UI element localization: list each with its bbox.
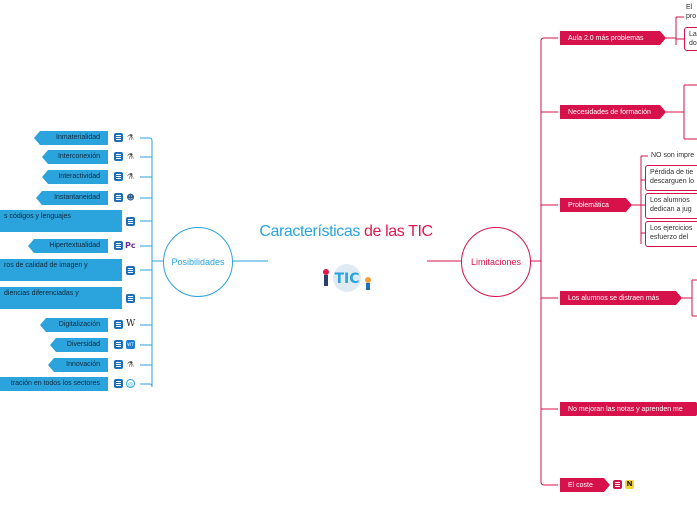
topic-inmaterialidad[interactable]: Inmaterialidad [34, 131, 108, 145]
topic-audiencias[interactable]: diencias diferenciadas y [0, 287, 122, 309]
note-text: NO son impre [651, 152, 695, 159]
notes-icon[interactable] [114, 340, 123, 349]
topic-label: Aula 2.0 más problemas [568, 34, 644, 42]
topic-instantaneidad[interactable]: Instantaneidad [36, 191, 108, 205]
topic-label: El coste [568, 481, 593, 489]
globe-icon[interactable]: ◎ [126, 379, 135, 388]
topic-diversidad[interactable]: Diversidad [50, 338, 108, 352]
topic-digitalizacion[interactable]: Digitalización [40, 318, 108, 332]
tic-logo-text: TIC [334, 271, 359, 287]
notes-icon[interactable] [114, 241, 123, 250]
topic-label: Instantaneidad [54, 194, 100, 201]
topic-alumnos-distraen[interactable]: Los alumnos se distraen más [560, 291, 682, 305]
notes-icon[interactable] [126, 266, 135, 275]
pc-icon[interactable]: Pc [125, 241, 136, 250]
topic-hipertextualidad[interactable]: Hipertextualidad [28, 239, 108, 253]
topic-necesidades-formacion[interactable]: Necesidades de formación [560, 105, 666, 119]
central-title-red: de las TIC [360, 223, 433, 240]
topic-label: No mejoran las notas y aprenden me [568, 405, 683, 413]
topic-calidad-imagen[interactable]: ros de calidad de imagen y [0, 259, 122, 281]
limitaciones-label: Limitaciones [470, 257, 522, 267]
topic-problematica[interactable]: Problemática [560, 198, 632, 212]
limitaciones-node[interactable]: Limitaciones [461, 227, 531, 297]
tic-logo: TIC [318, 256, 376, 294]
yt-icon[interactable]: ⚗ [126, 172, 135, 181]
topic-label: Problemática [568, 201, 609, 209]
topic-innovacion[interactable]: Innovación [48, 358, 108, 372]
topic-penetracion-sectores[interactable]: tración en todos los sectores [0, 377, 108, 391]
notes-icon[interactable] [114, 193, 123, 202]
topic-label: Diversidad [66, 341, 100, 348]
yt-icon[interactable]: ⚗ [126, 152, 135, 161]
topic-label: Hipertextualidad [49, 242, 100, 249]
posibilidades-label: Posibilidades [171, 257, 225, 267]
topic-label: Interactividad [58, 173, 100, 180]
tic-logo-icon: TIC [323, 264, 371, 292]
topic-codigos-lenguajes[interactable]: s códigos y lenguajes [0, 210, 122, 232]
notes-icon[interactable] [114, 379, 123, 388]
central-title: Características de las TIC [246, 222, 446, 242]
topic-label: diencias diferenciadas y [4, 290, 79, 297]
topic-label: Interconexión [57, 153, 100, 160]
posibilidades-node[interactable]: Posibilidades [163, 227, 233, 297]
topic-label: Necesidades de formación [568, 108, 651, 116]
notes-icon[interactable] [114, 172, 123, 181]
topic-interconexion[interactable]: Interconexión [42, 150, 108, 164]
notes-icon[interactable] [126, 217, 135, 226]
topic-label: Inmaterialidad [56, 134, 100, 141]
notes-icon[interactable] [114, 320, 123, 329]
notes-icon[interactable] [114, 133, 123, 142]
yt-icon[interactable]: ⚗ [126, 360, 135, 369]
topic-label: Los alumnos se distraen más [568, 294, 660, 302]
wt-icon[interactable]: WT [126, 340, 135, 349]
central-title-blue: Características [259, 223, 361, 240]
n-icon[interactable]: N [625, 480, 634, 489]
topic-el-coste[interactable]: El coste [560, 478, 610, 492]
topic-label: tración en todos los sectores [10, 380, 100, 387]
yt-icon[interactable]: ⚗ [126, 133, 135, 142]
topic-label: Digitalización [58, 321, 100, 328]
notes-icon[interactable] [114, 360, 123, 369]
topic-label: Innovación [66, 361, 100, 368]
owl-icon[interactable]: ☻ [126, 193, 135, 202]
topic-label: s códigos y lenguajes [4, 213, 71, 220]
topic-aula-20[interactable]: Aula 2.0 más problemas [560, 31, 666, 45]
topic-interactividad[interactable]: Interactividad [42, 170, 108, 184]
notes-icon[interactable] [126, 294, 135, 303]
notes-icon[interactable] [613, 480, 622, 489]
topic-label: ros de calidad de imagen y [4, 262, 88, 269]
notes-icon[interactable] [114, 152, 123, 161]
wikipedia-icon[interactable]: W [126, 319, 136, 329]
topic-no-mejoran-notas[interactable]: No mejoran las notas y aprenden me [560, 402, 697, 416]
